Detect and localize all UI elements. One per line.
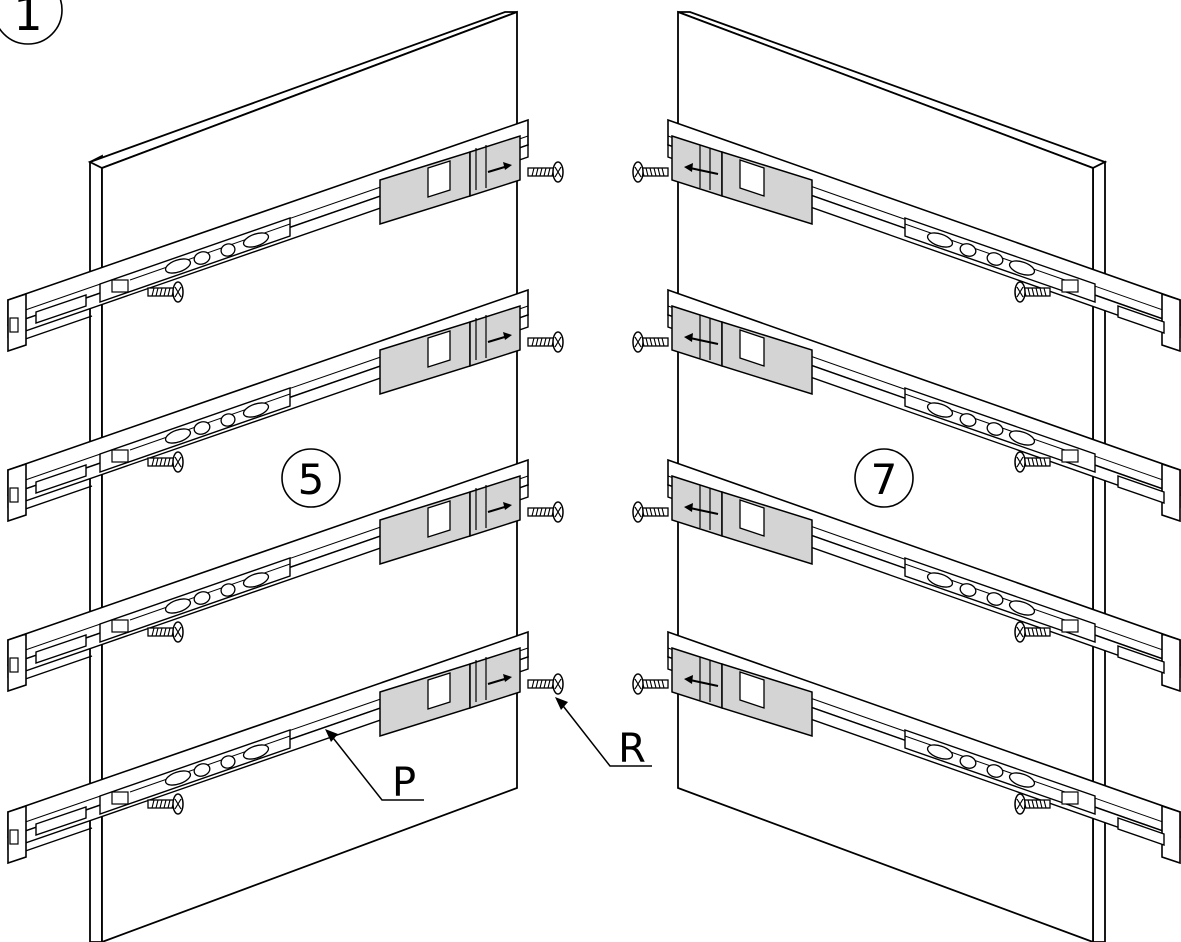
screw-callout: R	[555, 697, 652, 772]
arrow-icon	[325, 729, 338, 742]
arrow-icon	[555, 697, 568, 710]
right-panel-part-badge: 7	[854, 448, 914, 508]
right-panel-part-number: 7	[871, 455, 898, 504]
screw-callout-label: R	[618, 726, 646, 772]
left-panel-part-badge: 5	[281, 448, 341, 508]
step-number: 1	[13, 0, 42, 41]
left-panel-part-number: 5	[298, 455, 325, 504]
rail-callout: P	[325, 729, 424, 806]
rail-callout-label: P	[392, 760, 416, 806]
step-badge: 1	[0, 0, 63, 45]
